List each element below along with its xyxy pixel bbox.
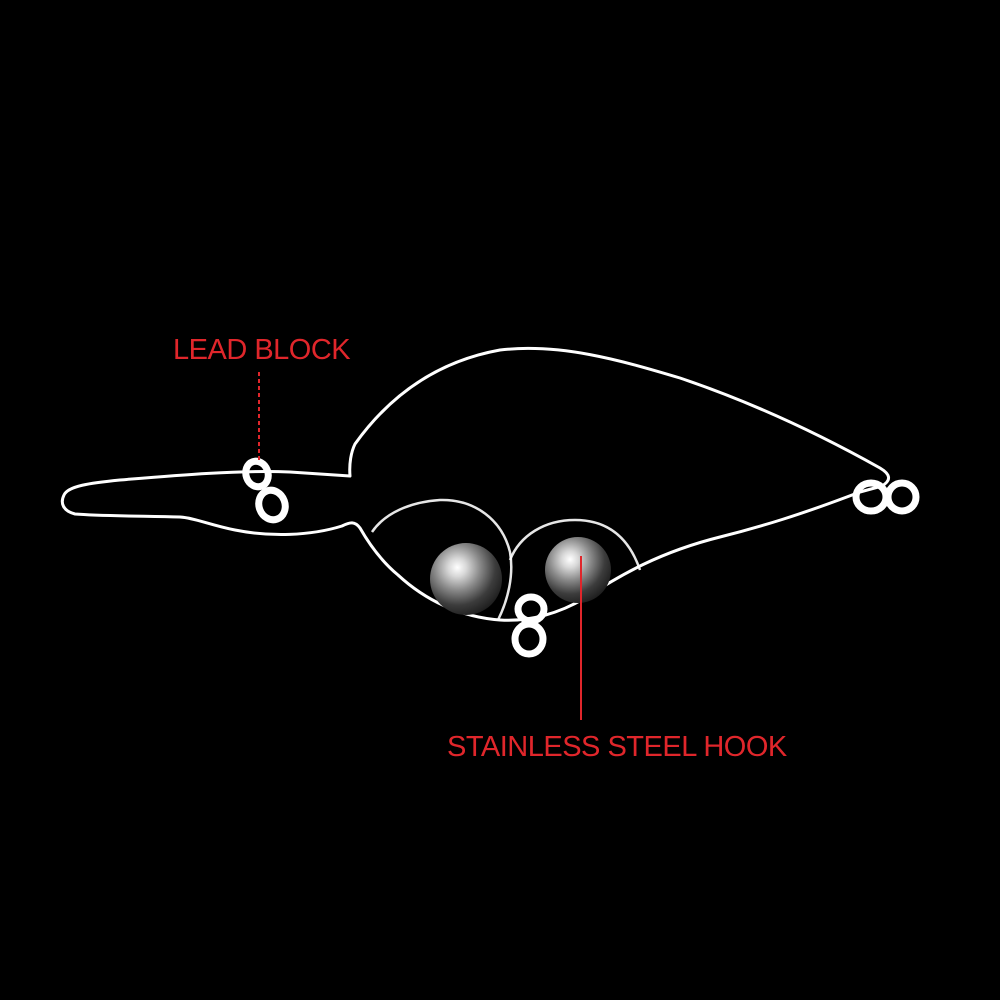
belly-eyelet: [511, 593, 548, 658]
left-steel-ball: [430, 543, 502, 615]
lure-body-outline: [60, 346, 890, 622]
right-ball-chamber: [508, 518, 642, 571]
lead-block-eyelet: [242, 457, 289, 524]
stainless-steel-hook-label: STAINLESS STEEL HOOK: [447, 731, 787, 763]
nose-eyelet: [852, 479, 920, 515]
right-steel-ball: [545, 537, 611, 603]
left-ball-chamber: [370, 498, 513, 621]
lead-block-label: LEAD BLOCK: [173, 334, 351, 366]
